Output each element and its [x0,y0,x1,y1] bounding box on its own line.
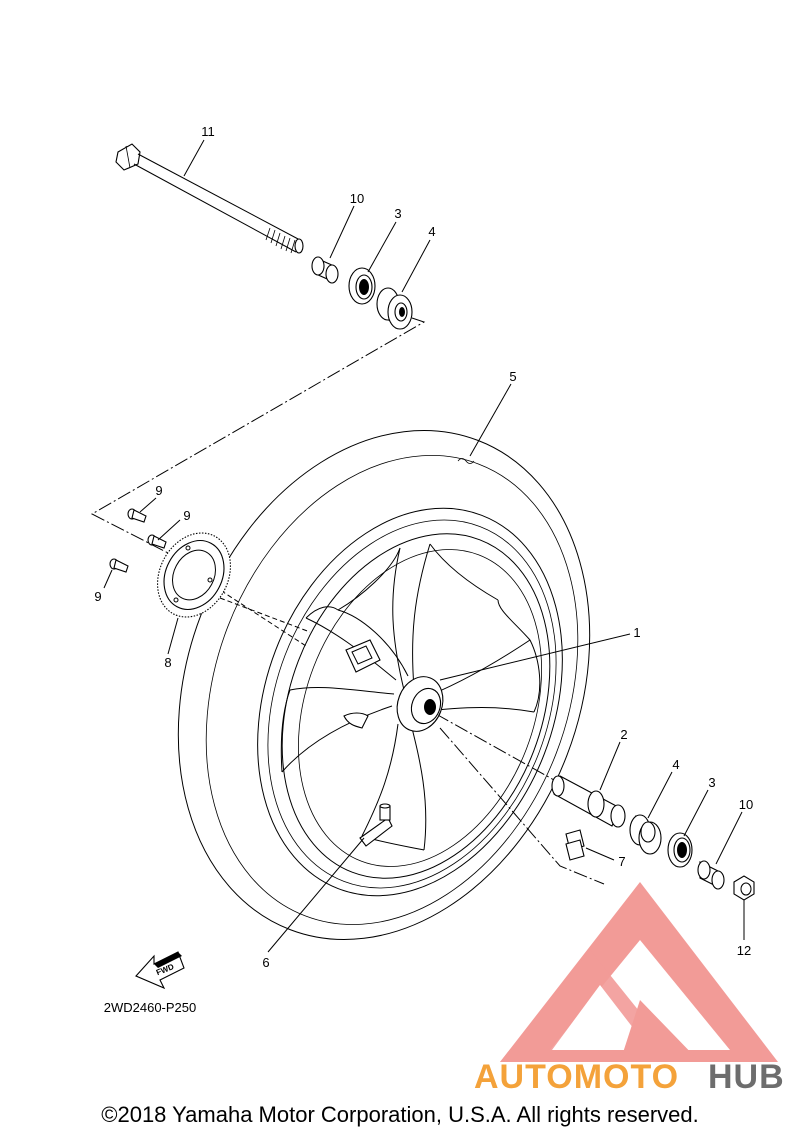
automotohub-wordmark: AUTOMOTO HUB [474,1058,785,1096]
callout-9-a: 9 [155,483,162,498]
wordmark-automoto: AUTOMOTO [474,1058,679,1096]
callout-7: 7 [618,854,625,869]
callout-3-right: 3 [708,775,715,790]
oil-seal-top [348,267,376,305]
callout-6: 6 [262,955,269,970]
bearing-right [629,814,662,855]
drawing-code: 2WD2460-P250 [104,1000,197,1015]
spacer-collar [551,775,626,828]
callout-8: 8 [164,655,171,670]
callout-2: 2 [620,727,627,742]
fwd-arrow: FWD [135,951,185,990]
callout-11: 11 [201,124,215,139]
callout-3-top: 3 [394,206,401,221]
wordmark-hub: HUB [708,1058,785,1096]
leader-lines [103,139,745,953]
callout-10-right: 10 [739,797,753,812]
callouts: 11 10 3 4 5 9 9 9 8 1 2 4 3 10 7 12 6 [94,124,753,970]
automotohub-logo [500,882,778,1062]
bearing-top [376,287,413,330]
screw-b [147,534,167,549]
front-wheel-axle [115,143,304,254]
front-wheel [177,430,591,940]
callout-4-top: 4 [428,224,435,239]
valve-stem [359,803,393,847]
callout-5: 5 [509,369,516,384]
speed-sensor-housing [565,829,585,861]
sensor-rotor [157,532,231,618]
collar-right [697,860,725,890]
callout-1: 1 [633,625,640,640]
callout-9-c: 9 [94,589,101,604]
callout-12: 12 [737,943,751,958]
screw-a [127,508,147,523]
screw-c [109,558,129,573]
callout-9-b: 9 [183,508,190,523]
axle-nut [733,875,755,901]
oil-seal-right [667,832,693,868]
callout-10-top: 10 [350,191,364,206]
collar-top [311,256,339,284]
copyright-notice: ©2018 Yamaha Motor Corporation, U.S.A. A… [101,1102,699,1127]
callout-4-right: 4 [672,757,679,772]
